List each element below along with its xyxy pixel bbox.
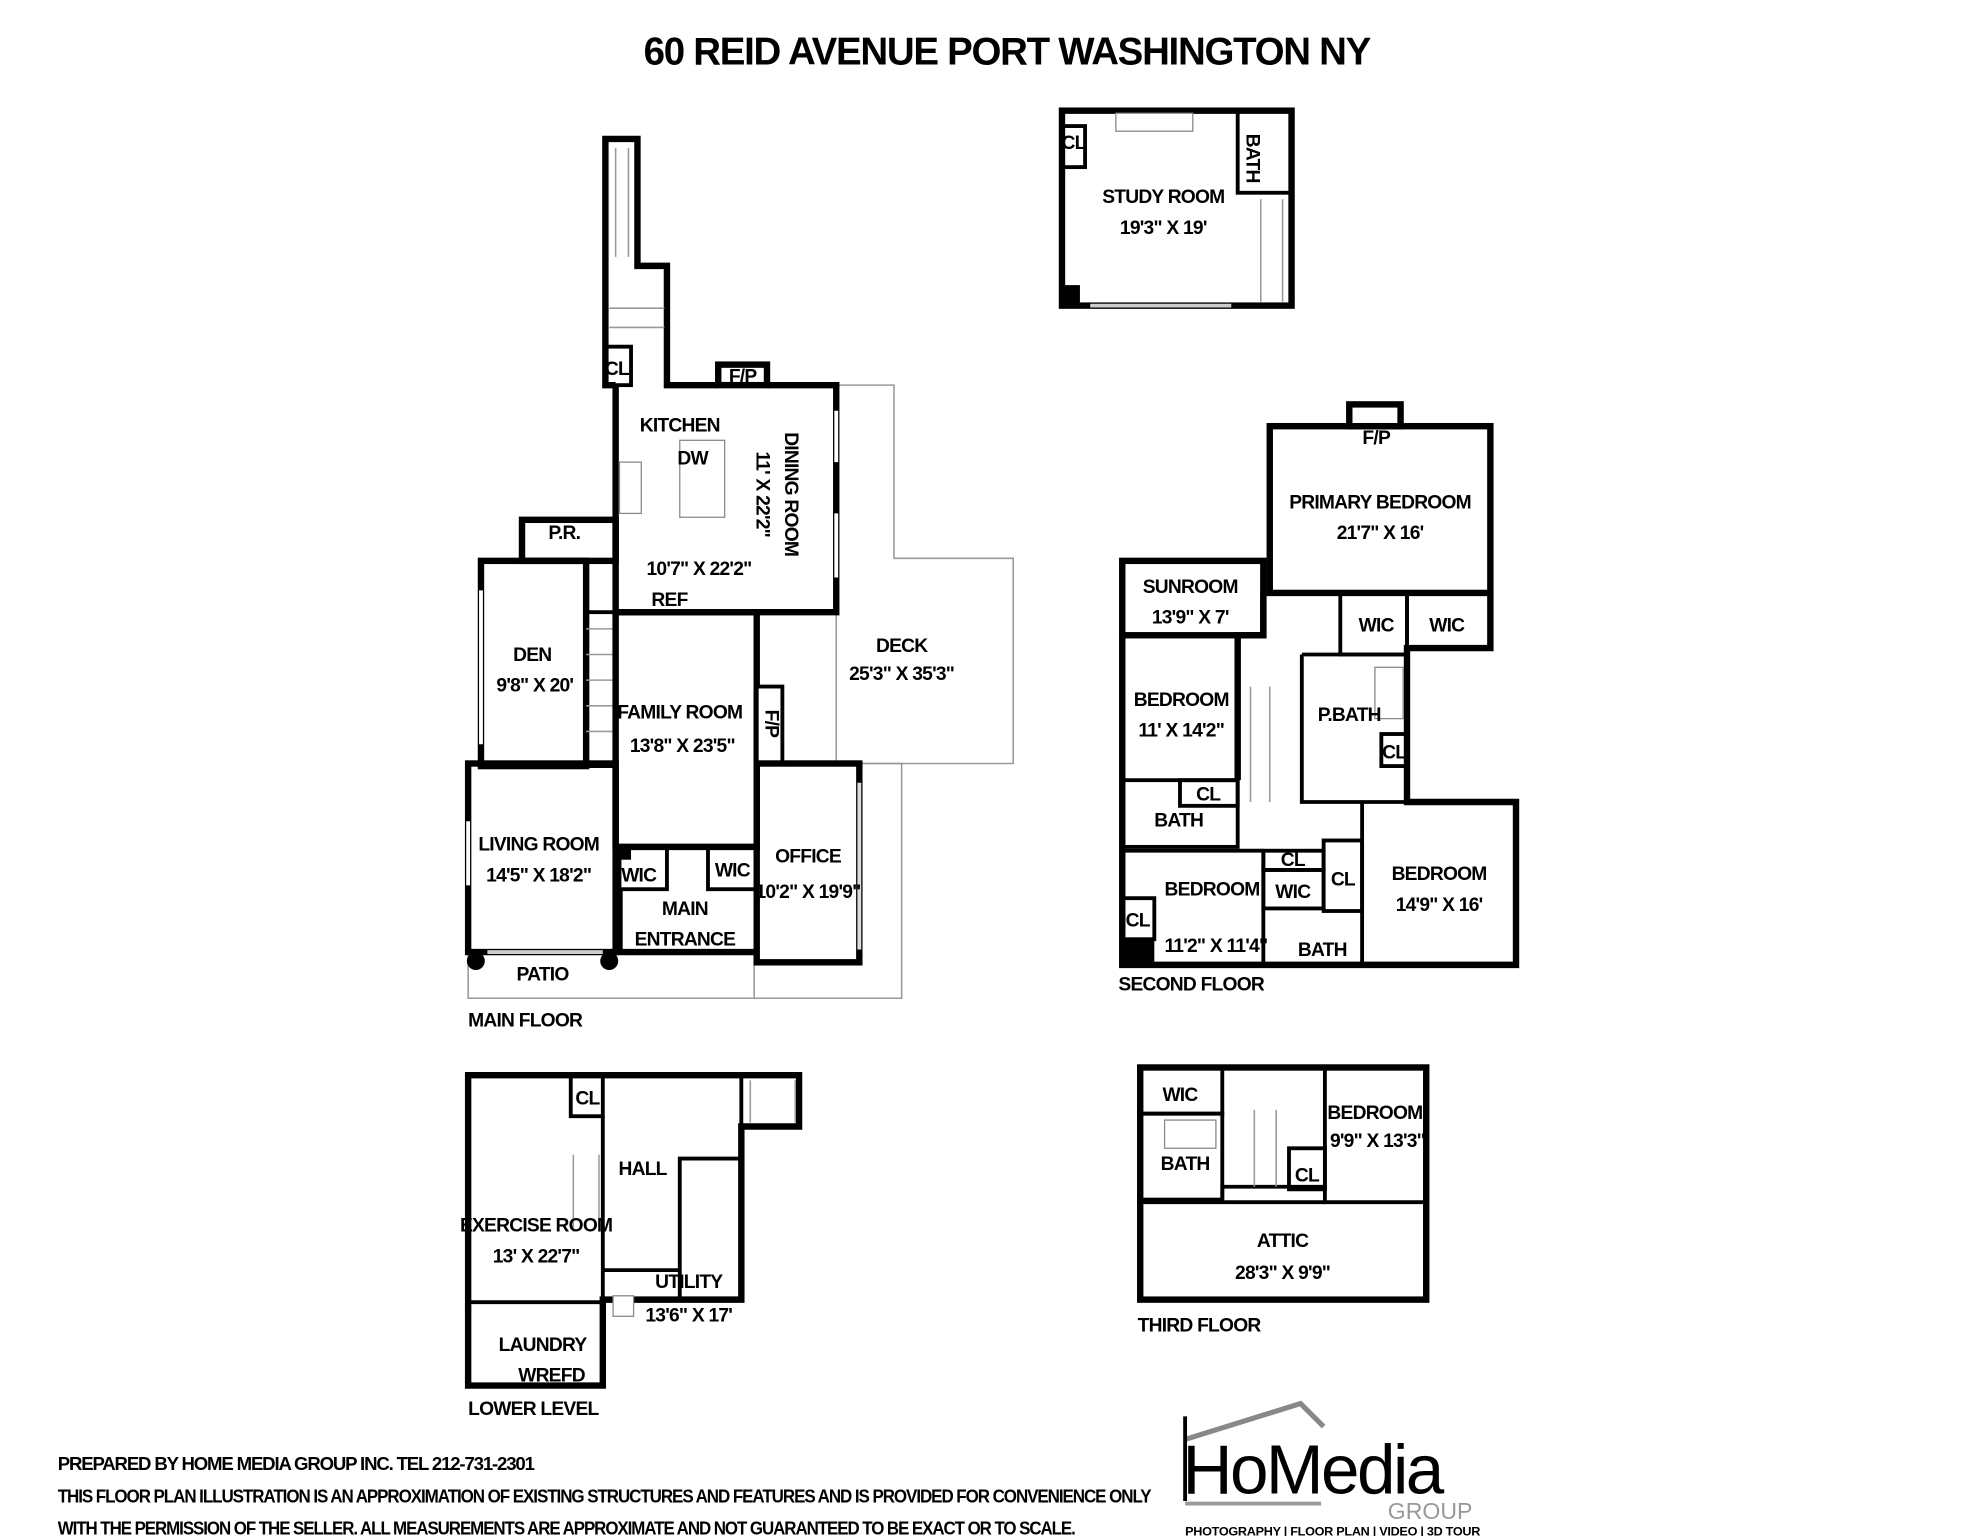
label-wic: WIC (1162, 1085, 1198, 1106)
second-floor-label: SECOND FLOOR (1118, 975, 1264, 996)
label-cl: CL (1126, 910, 1151, 931)
bedroom-dims: 9'9" X 13'3" (1330, 1131, 1425, 1152)
label-ref: REF (651, 590, 688, 611)
study-room-plan: CL BATH STUDY ROOM 19'3" X 19' (1058, 107, 1295, 309)
deck-outline (835, 384, 1015, 765)
attic-dims: 28'3" X 9'9" (1235, 1263, 1330, 1284)
bedroom1-dims: 11' X 14'2" (1138, 721, 1224, 742)
family-dims: 13'8" X 23'5" (630, 736, 735, 757)
third-floor: WIC BATH CL BEDROOM 9'9" X 13'3" ATTIC 2… (1137, 1064, 1430, 1337)
utility-name: UTILITY (655, 1272, 723, 1293)
label-fp-family: F/P (761, 710, 782, 739)
office-name: OFFICE (775, 846, 842, 867)
label-cl: CL (1382, 742, 1407, 763)
attic-name: ATTIC (1257, 1231, 1309, 1252)
label-cl: CL (1331, 869, 1356, 890)
third-floor-label: THIRD FLOOR (1138, 1316, 1262, 1337)
label-wic: WIC (715, 860, 751, 881)
primary-name: PRIMARY BEDROOM (1289, 492, 1471, 513)
kitchen-dims: 10'7" X 22'2" (647, 559, 752, 580)
homedia-logo: HoMedia GROUP PHOTOGRAPHY | FLOOR PLAN |… (1183, 1400, 1481, 1536)
living-dims: 14'5" X 18'2" (486, 866, 591, 887)
bedroom2-name: BEDROOM (1165, 880, 1260, 901)
office-dims: 10'2" X 19'9" (756, 882, 861, 903)
exercise-dims: 13' X 22'7" (493, 1246, 580, 1267)
entrance-line1: MAIN (662, 899, 708, 920)
label-wic: WIC (1275, 882, 1311, 903)
lower-level-label: LOWER LEVEL (468, 1399, 599, 1420)
sunroom-dims: 13'9" X 7' (1152, 608, 1229, 629)
label-wrefd: WREFD (518, 1366, 585, 1387)
living-name: LIVING ROOM (478, 835, 599, 856)
label-fp: F/P (1362, 428, 1391, 449)
second-floor: F/P PRIMARY BEDROOM 21'7" X 16' SUNROOM … (1118, 401, 1520, 996)
label-wic: WIC (621, 866, 657, 887)
deck-name: DECK (876, 636, 928, 657)
utility-dims: 13'6" X 17' (645, 1305, 732, 1326)
main-floor: CL F/P KITCHEN DW 10'7" X 22'2" REF DINI… (464, 135, 1015, 1031)
den-dims: 9'8" X 20' (496, 676, 573, 697)
label-bath: BATH (1154, 810, 1203, 831)
study-name: STUDY ROOM (1102, 187, 1224, 208)
label-bath: BATH (1161, 1154, 1210, 1175)
label-laundry: LAUNDRY (499, 1335, 588, 1356)
family-name: FAMILY ROOM (617, 703, 742, 724)
label-cl: CL (605, 359, 630, 380)
label-fp: F/P (729, 367, 758, 388)
label-wic: WIC (1429, 615, 1465, 636)
label-pbath: P.BATH (1318, 705, 1381, 726)
study-dims: 19'3" X 19' (1120, 218, 1207, 239)
label-cl: CL (1061, 133, 1086, 154)
den-name: DEN (513, 645, 551, 666)
bedroom3-name: BEDROOM (1392, 864, 1487, 885)
footer-prepared-by: PREPARED BY HOME MEDIA GROUP INC. TEL 21… (58, 1453, 535, 1474)
main-floor-label: MAIN FLOOR (468, 1010, 583, 1031)
page-title: 60 REID AVENUE PORT WASHINGTON NY (644, 31, 1372, 74)
label-cl: CL (1196, 785, 1221, 806)
label-cl: CL (1281, 850, 1306, 871)
label-dw: DW (677, 449, 709, 470)
entrance-line2: ENTRANCE (635, 930, 737, 951)
logo-group: GROUP (1388, 1498, 1473, 1524)
bedroom-name: BEDROOM (1327, 1103, 1422, 1124)
exercise-name: EXERCISE ROOM (460, 1216, 612, 1237)
logo-wordmark: HoMedia (1183, 1430, 1445, 1508)
kitchen-name: KITCHEN (640, 415, 720, 436)
logo-tagline: PHOTOGRAPHY | FLOOR PLAN | VIDEO | 3D TO… (1185, 1527, 1481, 1536)
footer-disclaimer-2: WITH THE PERMISSION OF THE SELLER. ALL M… (58, 1517, 1075, 1536)
label-hall: HALL (618, 1159, 667, 1180)
label-patio: PATIO (517, 964, 570, 985)
footer-disclaimer-1: THIS FLOOR PLAN ILLUSTRATION IS AN APPRO… (58, 1485, 1152, 1506)
label-cl: CL (1295, 1166, 1320, 1187)
primary-dims: 21'7" X 16' (1337, 523, 1424, 544)
bedroom3-dims: 14'9" X 16' (1396, 895, 1483, 916)
label-bath: BATH (1298, 940, 1347, 961)
label-pr: P.R. (548, 523, 580, 544)
dining-name: DINING ROOM (780, 432, 801, 556)
lower-level: CL HALL EXERCISE ROOM 13' X 22'7" UTILIT… (460, 1071, 803, 1420)
label-bath: BATH (1242, 134, 1263, 183)
dining-dims: 11' X 22'2" (752, 451, 773, 537)
sunroom-name: SUNROOM (1143, 577, 1238, 598)
label-wic: WIC (1359, 615, 1395, 636)
bedroom2-dims: 11'2" X 11'4" (1164, 936, 1267, 957)
bedroom1-name: BEDROOM (1134, 690, 1229, 711)
deck-dims: 25'3" X 35'3" (849, 664, 954, 685)
label-cl: CL (575, 1089, 600, 1110)
